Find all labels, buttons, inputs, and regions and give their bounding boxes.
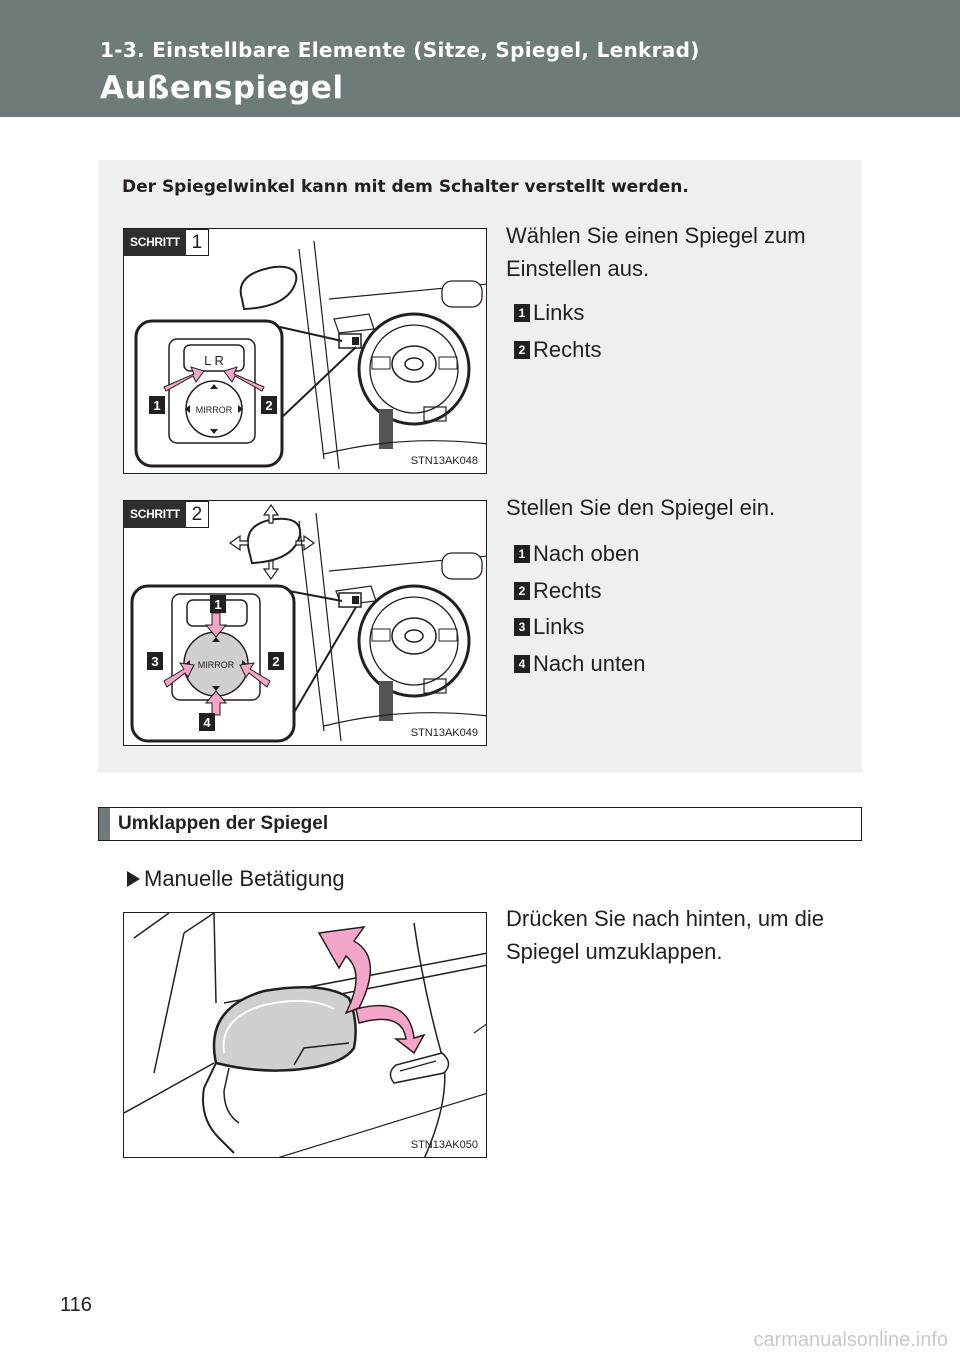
item-label: Nach oben <box>533 541 640 566</box>
item-label: Rechts <box>533 337 602 362</box>
item-label: Rechts <box>533 578 602 603</box>
callout-1-text: 1 <box>214 597 221 612</box>
item-number-badge: 1 <box>514 545 530 563</box>
item-label: Links <box>533 614 585 639</box>
callout-2 <box>268 652 284 670</box>
step-badge-number: 1 <box>185 229 209 256</box>
figure-code: STN13AK050 <box>410 1139 478 1151</box>
section-accent <box>99 808 110 840</box>
step2-illustration: MIRROR 1 2 3 4 <box>130 503 486 743</box>
fold-instruction-text: Drücken Sie nach hinten, um die Spiegel … <box>506 906 824 964</box>
item-label: Links <box>533 300 585 325</box>
fold-section-header: Umklappen der Spiegel <box>98 807 862 841</box>
fold-illustration <box>124 913 486 1157</box>
step2-figure: MIRROR 1 2 3 4 SCHRITT 2 STN13AK049 <box>123 500 487 746</box>
step-badge-label: SCHRITT <box>124 229 186 256</box>
fold-section-title: Umklappen der Spiegel <box>118 813 329 834</box>
step2-item-rechts: 2 Rechts <box>514 578 602 603</box>
callout-4 <box>199 713 215 731</box>
page-number: 116 <box>60 1294 92 1316</box>
page-header: 1-3. Einstellbare Elemente (Sitze, Spieg… <box>0 0 960 117</box>
step2-badge: SCHRITT 2 <box>124 501 209 528</box>
step1-illustration: L R MIRROR 1 2 <box>134 240 486 470</box>
callout-1 <box>210 595 226 613</box>
callout-2-text: 2 <box>272 654 279 669</box>
intro-text: Der Spiegelwinkel kann mit dem Schalter … <box>122 177 689 197</box>
figure-code: STN13AK048 <box>410 455 478 467</box>
item-number-badge: 1 <box>514 304 530 322</box>
step-badge-number: 2 <box>185 501 209 528</box>
step2-text: Stellen Sie den Spiegel ein. <box>506 495 776 520</box>
step2-item-links: 3 Links <box>514 614 585 639</box>
figure-code: STN13AK049 <box>410 727 478 739</box>
step2-item-nach-unten: 4 Nach unten <box>514 651 646 676</box>
step1-item-links: 1 Links <box>514 300 585 325</box>
item-label: Nach unten <box>533 651 646 676</box>
callout-3-text: 3 <box>151 654 158 669</box>
step2-item-nach-oben: 1 Nach oben <box>514 541 640 566</box>
step1-badge: SCHRITT 1 <box>124 229 209 256</box>
lr-label: L R <box>204 353 224 368</box>
mirror-switch-label: MIRROR <box>196 405 233 415</box>
item-number-badge: 4 <box>514 655 530 673</box>
manual-operation-text: Manuelle Betätigung <box>144 866 345 891</box>
item-number-badge: 2 <box>514 341 530 359</box>
callout-2 <box>261 396 277 414</box>
manual-operation-label: Manuelle Betätigung <box>127 866 345 892</box>
mirror-switch-label: MIRROR <box>198 660 235 670</box>
watermark: carmanualsonline.info <box>753 1329 948 1351</box>
callout-2-text: 2 <box>265 398 272 413</box>
section-title: 1-3. Einstellbare Elemente (Sitze, Spieg… <box>100 38 700 62</box>
step-badge-label: SCHRITT <box>124 501 186 528</box>
callout-3 <box>147 652 163 670</box>
step1-item-rechts: 2 Rechts <box>514 337 602 362</box>
callout-1-text: 1 <box>153 398 160 413</box>
step1-text: Wählen Sie einen Spiegel zum Einstellen … <box>506 223 806 281</box>
callout-1 <box>149 396 165 414</box>
triangle-bullet-icon <box>127 871 140 887</box>
fold-figure: STN13AK050 <box>123 912 487 1158</box>
item-number-badge: 2 <box>514 582 530 600</box>
callout-4-text: 4 <box>203 715 211 730</box>
page-heading: Außenspiegel <box>100 70 344 106</box>
step1-figure: L R MIRROR 1 2 SCHRITT 1 STN13AK048 <box>123 228 487 474</box>
item-number-badge: 3 <box>514 618 530 636</box>
